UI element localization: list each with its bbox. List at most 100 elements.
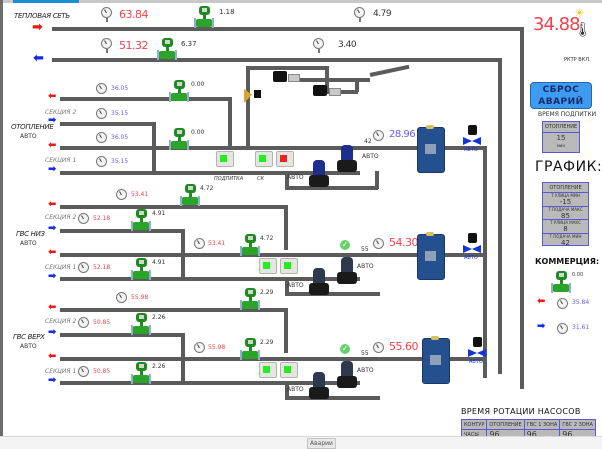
- dhw-low-relay-2[interactable]: [280, 258, 298, 274]
- refill-time-cell[interactable]: 15 мин: [543, 133, 579, 153]
- dhw-low-pump-2[interactable]: [336, 257, 358, 285]
- gauge-icon: [96, 108, 107, 119]
- pump-icon: [341, 145, 353, 161]
- flowmeter-icon: [131, 313, 151, 337]
- gauge-icon: [354, 7, 365, 18]
- dhw-high-sec1-temp: 50.85: [93, 368, 111, 375]
- reset-alarms-button[interactable]: СБРОС АВАРИЙ: [530, 82, 592, 109]
- supply-arrow-icon: ⬅: [48, 140, 57, 151]
- dhw-high-top-supply-pipe: [60, 308, 288, 312]
- schedule-row[interactable]: Т ПОДАЧА МАКС 85: [543, 207, 588, 220]
- dhw-low-sec2-temp: 52.18: [93, 215, 111, 222]
- heating-pump2-mode[interactable]: АВТО: [362, 153, 379, 160]
- status-led-green: [263, 366, 270, 373]
- sk-alarm-relay[interactable]: [276, 151, 294, 167]
- supply-arrow-icon: ⬅: [537, 296, 546, 307]
- refill-time-header: ОТОПЛЕНИЕ: [543, 122, 579, 133]
- schedule-row[interactable]: Т УЛИЦА МИН -15: [543, 193, 588, 207]
- gauge-icon: [116, 292, 127, 303]
- gauge-icon: [313, 38, 324, 49]
- table-header: ОТОПЛЕНИЕ: [486, 419, 525, 430]
- schedule-row[interactable]: Т УЛИЦА МАКС 8: [543, 220, 588, 234]
- dhw-high-relay-2[interactable]: [280, 362, 298, 378]
- refill-pipe-5: [355, 78, 359, 92]
- dhw-high-relay-1[interactable]: [259, 362, 277, 378]
- dhw-low-mid-supply-pipe: [60, 253, 485, 257]
- heating-valve-mode: АВТО: [464, 147, 478, 153]
- dhw-high-sec2-flow: 2.26: [152, 314, 166, 321]
- status-led-green: [284, 366, 291, 373]
- heating-riser: [228, 97, 232, 147]
- dhw-low-setpoint[interactable]: 55: [361, 246, 369, 253]
- refill-pipe-4: [330, 90, 358, 94]
- dhw-high-pump2-mode[interactable]: АВТО: [357, 367, 374, 374]
- solenoid-valve-icon[interactable]: [273, 71, 287, 82]
- dhw-high-pump1-mode[interactable]: АВТО: [287, 386, 304, 393]
- dhw-low-relay-1[interactable]: [259, 258, 277, 274]
- network-supply-flow: 1.18: [219, 8, 235, 16]
- status-led-green: [263, 262, 270, 269]
- dhw-high-mode[interactable]: АВТО: [20, 343, 37, 350]
- dhw-high-pump-2[interactable]: [336, 361, 358, 389]
- valve-icon: [468, 349, 486, 357]
- refill-relay[interactable]: [216, 151, 234, 167]
- solenoid-valve-icon[interactable]: [313, 85, 327, 96]
- network-supply-pipe: [52, 27, 522, 31]
- heating-pump-2[interactable]: [336, 145, 358, 173]
- heating-mode[interactable]: АВТО: [20, 133, 37, 140]
- dhw-low-mid-supply-temp: 53.41: [208, 240, 226, 247]
- refill-pipe-3: [369, 64, 410, 77]
- dhw-high-valve-mode: АВТО: [469, 359, 483, 365]
- ok-check-icon: ✓: [340, 240, 350, 250]
- supply-arrow-icon: ⬅: [48, 199, 57, 210]
- dhw-low-label: ГВС НИЗ: [16, 230, 45, 238]
- supply-arrow-icon: ⬅: [48, 302, 57, 313]
- dhw-low-pump2-mode[interactable]: АВТО: [357, 263, 374, 270]
- dhw-low-section2-label: СЕКЦИЯ 2: [45, 214, 77, 221]
- flowmeter-icon: [169, 80, 189, 104]
- gauge-icon: [96, 132, 107, 143]
- dhw-low-sec1-temp: 52.18: [93, 264, 111, 271]
- heating-control-valve[interactable]: АВТО: [462, 125, 482, 153]
- pump-icon: [313, 372, 325, 388]
- sun-icon: ☀: [574, 6, 585, 20]
- sk-relay[interactable]: [255, 151, 273, 167]
- dhw-low-mid-flow: 4.72: [260, 235, 274, 242]
- refill-pipe: [246, 66, 326, 70]
- heating-pump-bypass-v2: [375, 171, 379, 189]
- heating-pump1-mode[interactable]: АВТО: [287, 174, 304, 181]
- dhw-low-pump1-mode[interactable]: АВТО: [287, 282, 304, 289]
- return-arrow-icon: ➡: [48, 271, 57, 282]
- pump-icon: [313, 160, 325, 176]
- dhw-low-control-valve[interactable]: АВТО: [462, 233, 482, 261]
- supply-arrow-icon: ⬅: [48, 351, 57, 362]
- dhw-low-pump-1[interactable]: [308, 268, 330, 296]
- schedule-row[interactable]: Т ПОДАЧА МИН 42: [543, 234, 588, 248]
- dhw-low-section1-label: СЕКЦИЯ 1: [45, 264, 77, 271]
- dhw-low-mode[interactable]: АВТО: [20, 240, 37, 247]
- flowmeter-icon: [131, 258, 151, 282]
- dhw-low-sec2-flow: 4.91: [152, 210, 166, 217]
- heating-setpoint[interactable]: 42: [364, 138, 372, 145]
- pump-rotation-table: КОНТУР ОТОПЛЕНИЕ ГВС 1 ЗОНА ГВС 2 ЗОНА Ч…: [460, 419, 596, 440]
- schedule-panel: ОТОПЛЕНИЕ Т УЛИЦА МИН -15 Т ПОДАЧА МАКС …: [542, 182, 589, 246]
- dhw-high-sec1-pipe: [60, 381, 360, 385]
- dhw-high-pump-1[interactable]: [308, 372, 330, 400]
- dhw-high-top-flow: 2.29: [260, 289, 274, 296]
- return-arrow-icon: ➡: [537, 321, 546, 332]
- dhw-low-top-supply-temp: 53.41: [131, 191, 149, 198]
- heating-sec1-supply-pipe: [60, 146, 485, 150]
- dhw-high-setpoint[interactable]: 55: [361, 350, 369, 357]
- gauge-icon: [116, 189, 127, 200]
- alarms-tab[interactable]: Аварии: [307, 438, 336, 449]
- reset-line2: АВАРИЙ: [538, 97, 584, 107]
- dhw-low-sec1-flow: 4.91: [152, 259, 166, 266]
- heating-pump-1[interactable]: [308, 160, 330, 188]
- dhw-low-pump-bypass-v: [285, 277, 289, 295]
- network-return-flow: 6.37: [181, 40, 197, 48]
- gauge-icon: [194, 238, 205, 249]
- heating-sec2-supply-pipe: [60, 97, 230, 101]
- refill-relay-label: ПОДПИТКА: [214, 176, 244, 182]
- dhw-high-control-valve[interactable]: АВТО: [467, 337, 487, 365]
- dhw-high-heat-exchanger: [422, 336, 450, 384]
